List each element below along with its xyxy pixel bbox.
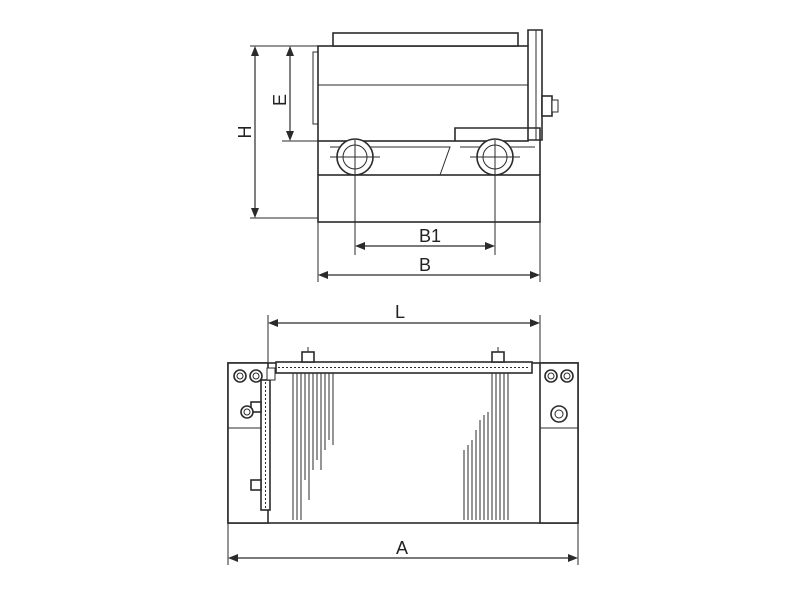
- label-H: H: [235, 126, 255, 139]
- front-right-end-block: [539, 362, 579, 524]
- dimension-B: B: [318, 255, 540, 279]
- label-A: A: [396, 538, 408, 558]
- front-top-bolt-right: [491, 351, 505, 363]
- side-view: H E B1 B: [235, 29, 559, 282]
- front-top-bolt-left: [301, 351, 315, 363]
- dimension-A: A: [228, 538, 578, 562]
- label-E: E: [270, 94, 290, 106]
- dimension-H: H: [235, 46, 259, 218]
- label-B: B: [419, 255, 431, 275]
- side-handle: [527, 29, 543, 141]
- label-B1: B1: [419, 226, 441, 246]
- dimension-B1: B1: [355, 226, 495, 250]
- front-right-circles: [544, 369, 574, 423]
- front-pole-lines-right: [463, 373, 509, 520]
- dimension-E: E: [270, 46, 294, 141]
- front-left-vertical-bar: [260, 379, 271, 511]
- side-left-lip: [312, 51, 319, 125]
- label-L: L: [395, 302, 405, 322]
- side-top-plate: [332, 32, 519, 47]
- front-view: L A: [227, 302, 579, 565]
- front-left-circles: [233, 369, 263, 383]
- side-upper-body: [317, 45, 529, 142]
- front-pole-lines-left: [292, 373, 334, 520]
- front-body: [227, 362, 579, 524]
- side-knob: [541, 95, 553, 117]
- side-base-block: [317, 174, 541, 223]
- front-left-knob: [240, 405, 254, 419]
- dimension-L: L: [268, 302, 540, 327]
